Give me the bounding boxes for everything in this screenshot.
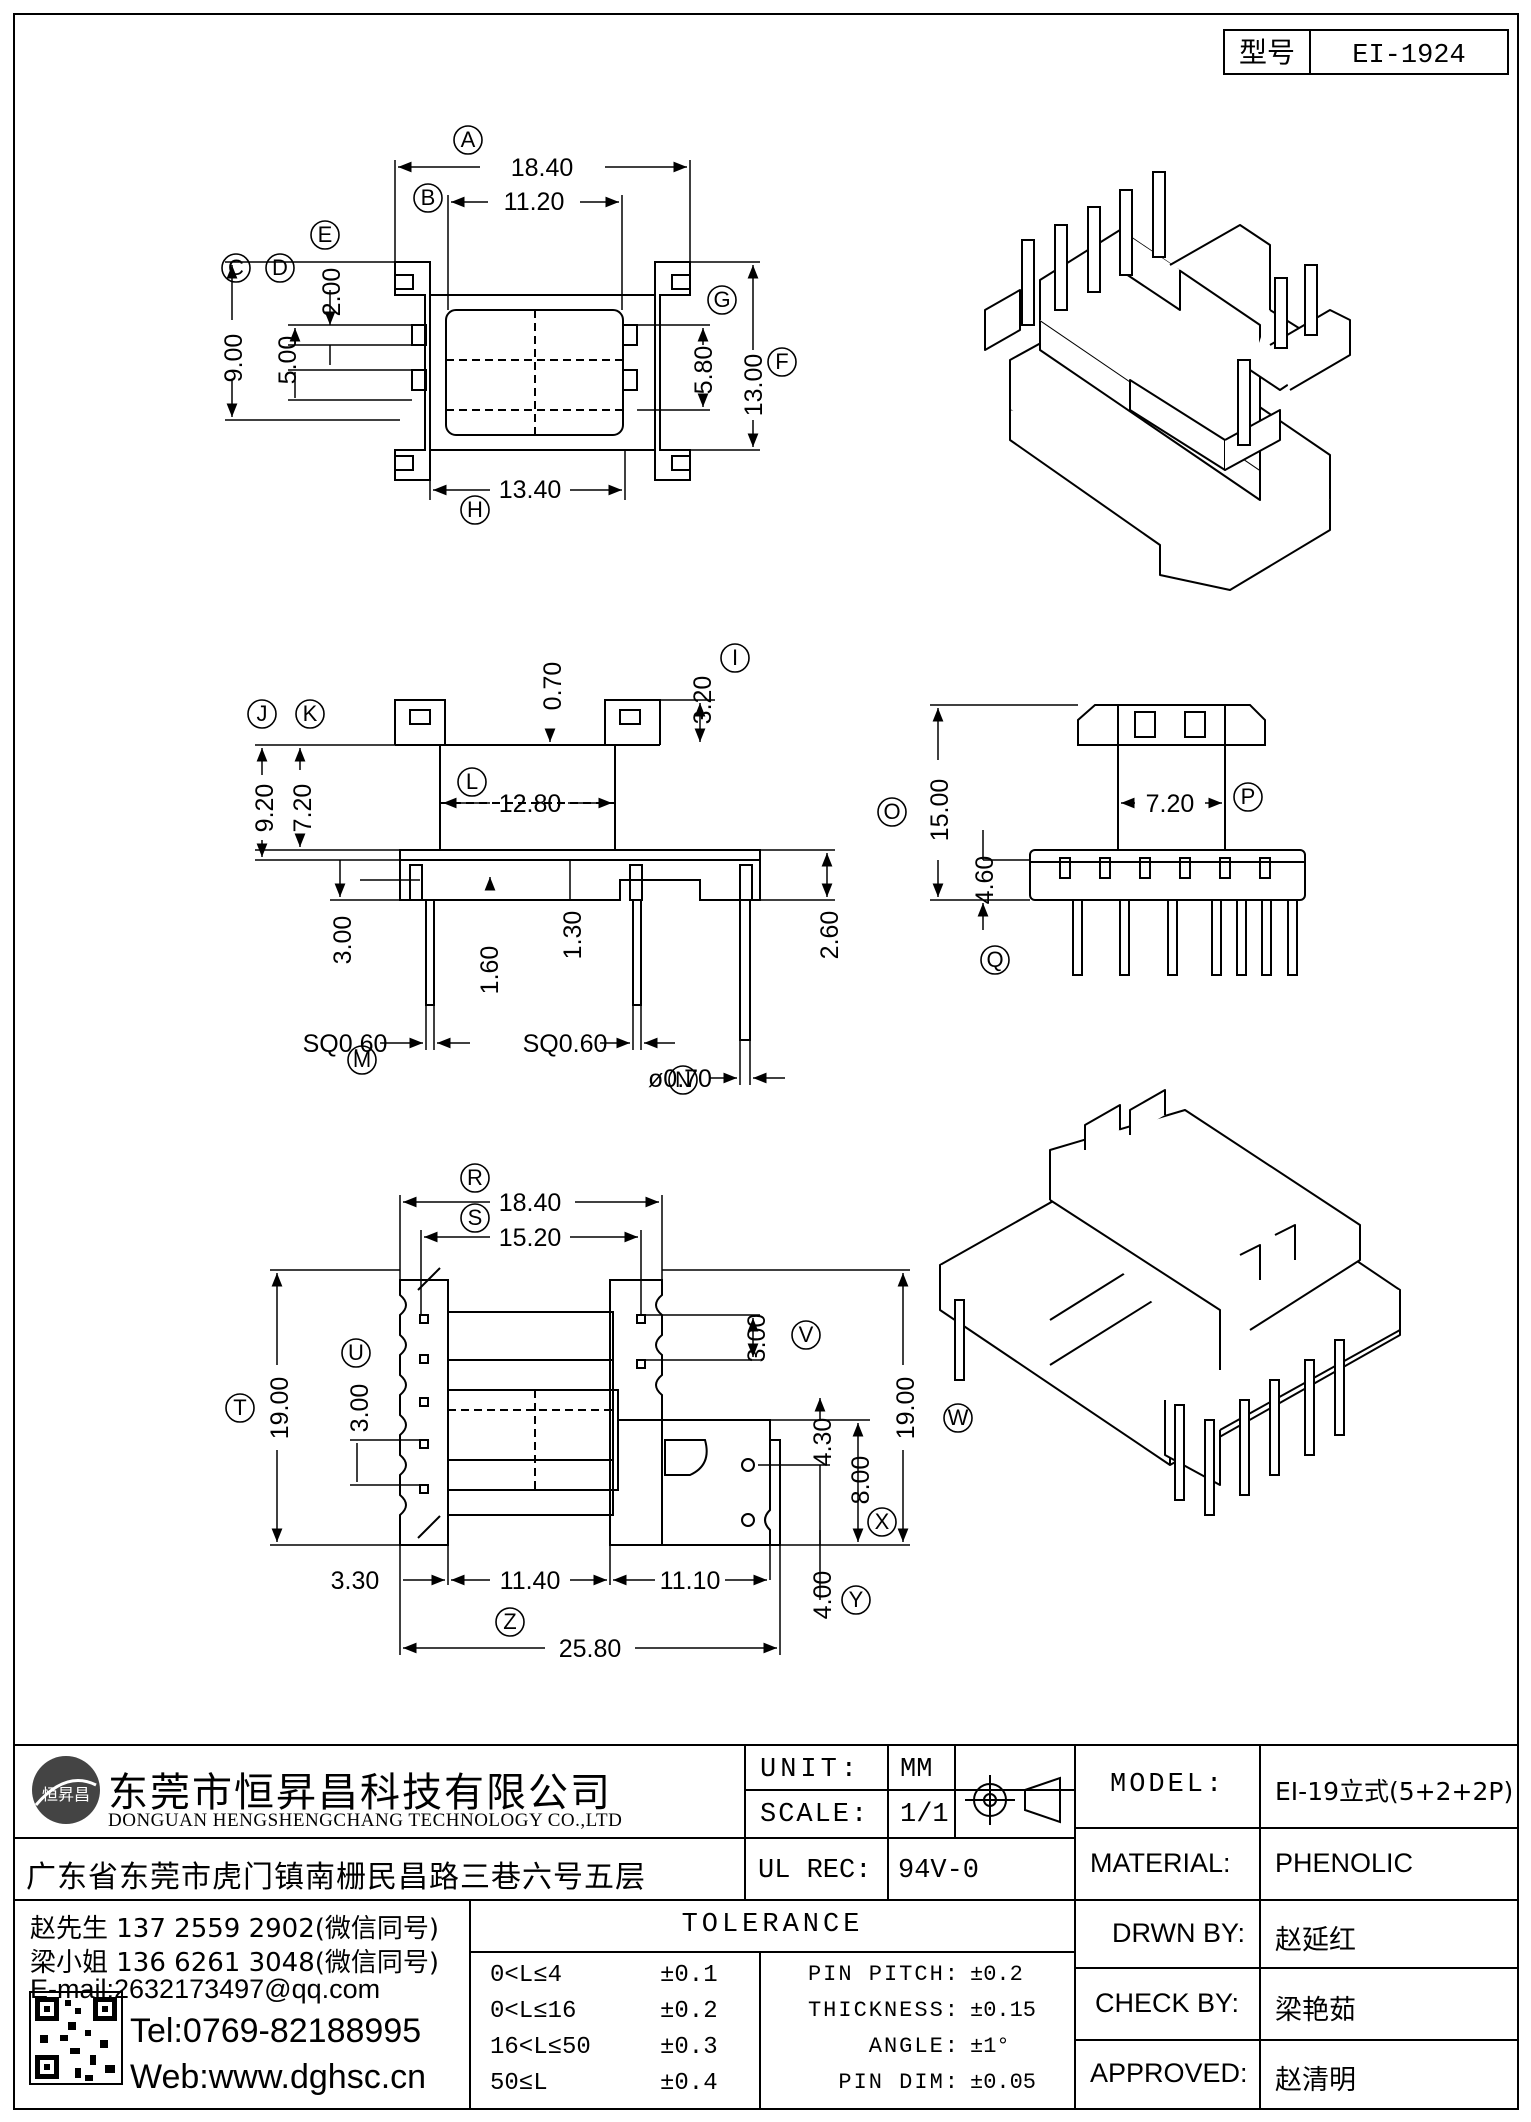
isometric-view-1 <box>984 224 1351 591</box>
svg-text:7.20: 7.20 <box>289 784 317 833</box>
front-view-labels: 9.20 7.20 3.20 0.70 12.80 3.00 1.60 1.30… <box>251 662 844 1093</box>
circle-label-u: U <box>348 1340 364 1365</box>
top-view <box>394 261 691 481</box>
circle-label-i: I <box>732 645 738 670</box>
circle-label-t: T <box>233 1395 246 1420</box>
circle-label-c: C <box>228 255 244 280</box>
top-view-labels: 18.40 11.20 9.00 5.00 2.00 13.00 5.80 13… <box>220 154 768 504</box>
side-view-dimensions <box>930 704 1222 930</box>
svg-text:3.30: 3.30 <box>331 1567 380 1595</box>
svg-text:11.20: 11.20 <box>504 188 565 216</box>
svg-text:13.00: 13.00 <box>740 354 768 417</box>
part-number-label: 型号 <box>1239 36 1295 69</box>
svg-text:7.20: 7.20 <box>1146 790 1195 818</box>
circle-label-y: Y <box>849 1587 864 1612</box>
company-logo: 恒昇昌 <box>32 1756 100 1824</box>
svg-text:5.00: 5.00 <box>274 336 302 385</box>
circle-label-w: W <box>948 1405 969 1430</box>
top-view-dimensions <box>225 160 760 500</box>
svg-text:SQ0.60: SQ0.60 <box>303 1030 388 1058</box>
circle-label-e: E <box>318 222 333 247</box>
circle-label-p: P <box>1241 784 1256 809</box>
svg-text:25.80: 25.80 <box>559 1635 622 1663</box>
circle-label-v: V <box>799 1322 814 1347</box>
circle-label-d: D <box>272 255 288 280</box>
circle-label-z: Z <box>503 1609 516 1634</box>
bottom-view <box>399 1267 781 1546</box>
svg-text:4.00: 4.00 <box>809 1571 837 1620</box>
circle-label-n: N <box>675 1067 691 1092</box>
bottom-view-dimensions <box>270 1195 910 1655</box>
svg-text:3.20: 3.20 <box>689 676 717 725</box>
svg-text:2.60: 2.60 <box>816 911 844 960</box>
svg-text:9.00: 9.00 <box>220 334 248 383</box>
svg-text:18.40: 18.40 <box>511 154 574 182</box>
svg-text:1.60: 1.60 <box>476 946 504 995</box>
title-block-grid <box>14 1744 1518 2109</box>
svg-text:19.00: 19.00 <box>266 1377 294 1440</box>
svg-text:3.00: 3.00 <box>346 1384 374 1433</box>
svg-text:3.00: 3.00 <box>743 1314 771 1363</box>
circle-label-r: R <box>467 1165 483 1190</box>
bottom-view-labels: 18.40 15.20 19.00 3.00 3.00 19.00 4.30 8… <box>266 1189 920 1663</box>
svg-text:15.00: 15.00 <box>926 779 954 842</box>
svg-text:0.70: 0.70 <box>539 662 567 711</box>
circle-label-g: G <box>713 287 730 312</box>
circle-label-text: A B C D E F G H I J K L M N O P Q RS T U V W X Y Z <box>228 127 1255 1634</box>
part-number-box: 型号 EI-1924 <box>1223 29 1509 75</box>
circle-label-o: O <box>883 799 900 824</box>
circle-label-a: A <box>461 127 476 152</box>
svg-text:SQ0.60: SQ0.60 <box>523 1030 608 1058</box>
front-view <box>394 699 761 1041</box>
isometric-view-2 <box>939 1089 1401 1486</box>
front-view-dimensions <box>255 699 835 1085</box>
svg-text:15.20: 15.20 <box>499 1224 562 1252</box>
svg-text:11.40: 11.40 <box>500 1567 561 1595</box>
circle-label-l: L <box>466 769 478 794</box>
isometric-view-1-pins <box>1021 171 1318 446</box>
svg-text:ø0.70: ø0.70 <box>648 1065 712 1093</box>
circle-label-q: Q <box>986 947 1003 972</box>
circle-labels <box>221 125 1263 1637</box>
circle-label-m: M <box>353 1047 371 1072</box>
svg-text:8.00: 8.00 <box>847 1456 875 1505</box>
svg-text:12.80: 12.80 <box>499 790 562 818</box>
circle-label-j: J <box>257 701 268 726</box>
svg-text:4.60: 4.60 <box>971 856 999 905</box>
svg-text:4.30: 4.30 <box>809 1418 837 1467</box>
projection-symbol-icon <box>965 1775 1061 1825</box>
svg-text:2.00: 2.00 <box>318 268 346 317</box>
part-number-value: EI-1924 <box>1352 41 1465 71</box>
svg-text:19.00: 19.00 <box>892 1377 920 1440</box>
circle-label-f: F <box>775 349 788 374</box>
side-view <box>1029 704 1306 976</box>
side-view-labels: 15.00 7.20 4.60 <box>926 779 1194 905</box>
circle-label-h: H <box>467 497 483 522</box>
isometric-view-2-pins <box>954 1299 1345 1516</box>
svg-text:1.30: 1.30 <box>559 911 587 960</box>
circle-label-b: B <box>421 185 436 210</box>
svg-text:恒昇昌: 恒昇昌 <box>42 1785 90 1804</box>
qr-code <box>29 1991 123 2085</box>
circle-label-s: S <box>468 1205 483 1230</box>
svg-text:18.40: 18.40 <box>499 1189 562 1217</box>
svg-text:3.00: 3.00 <box>329 916 357 965</box>
svg-text:9.20: 9.20 <box>251 784 279 833</box>
svg-text:5.80: 5.80 <box>690 346 718 395</box>
circle-label-x: X <box>875 1509 890 1534</box>
outer-border <box>13 13 1519 2110</box>
svg-text:13.40: 13.40 <box>499 476 562 504</box>
svg-text:11.10: 11.10 <box>660 1567 721 1595</box>
circle-label-k: K <box>303 701 318 726</box>
